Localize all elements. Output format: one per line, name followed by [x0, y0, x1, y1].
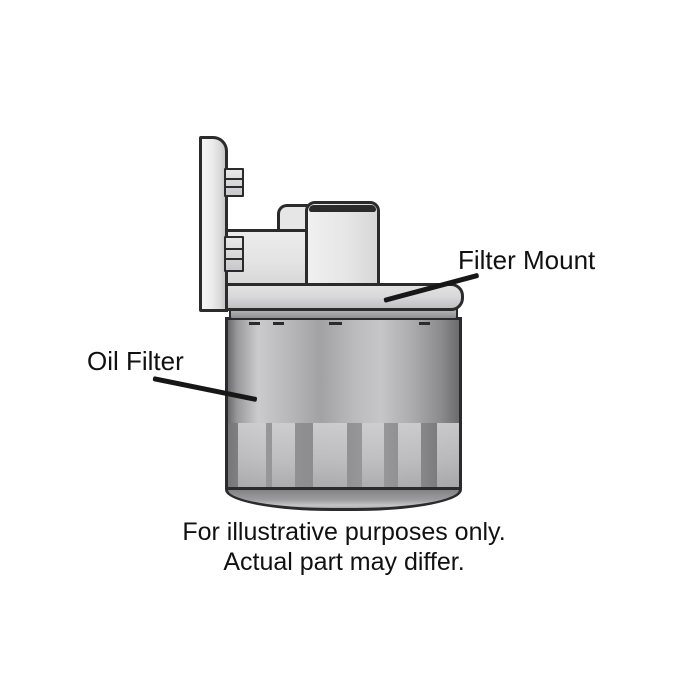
disclaimer-line-2: Actual part may differ.: [223, 548, 465, 576]
canister-dome-bottom: [225, 487, 462, 511]
oil-filter-canister: [225, 317, 462, 489]
disclaimer-line-1: For illustrative purposes only.: [182, 518, 506, 546]
flute-stripe: [272, 423, 295, 489]
bracket-bolt-bottom: [224, 236, 244, 272]
fitting-top-face: [309, 205, 376, 212]
seam-dash: [249, 322, 260, 325]
inlet-fitting: [305, 201, 380, 287]
filter-mount-label: Filter Mount: [458, 245, 596, 275]
flute-stripe: [238, 423, 266, 489]
flute-stripe: [313, 423, 347, 489]
bracket-bolt-top: [224, 168, 244, 197]
canister-grip-flutes: [228, 423, 459, 489]
disclaimer-text: For illustrative purposes only. Actual p…: [0, 517, 688, 577]
seam-dash: [273, 322, 284, 325]
seam-dash: [419, 322, 430, 325]
flute-stripe: [398, 423, 421, 489]
flute-stripe: [362, 423, 384, 489]
seam-dash: [329, 322, 342, 325]
oil-filter-label: Oil Filter: [87, 346, 184, 376]
flute-stripe: [437, 423, 459, 489]
mounting-bracket: [199, 136, 228, 312]
